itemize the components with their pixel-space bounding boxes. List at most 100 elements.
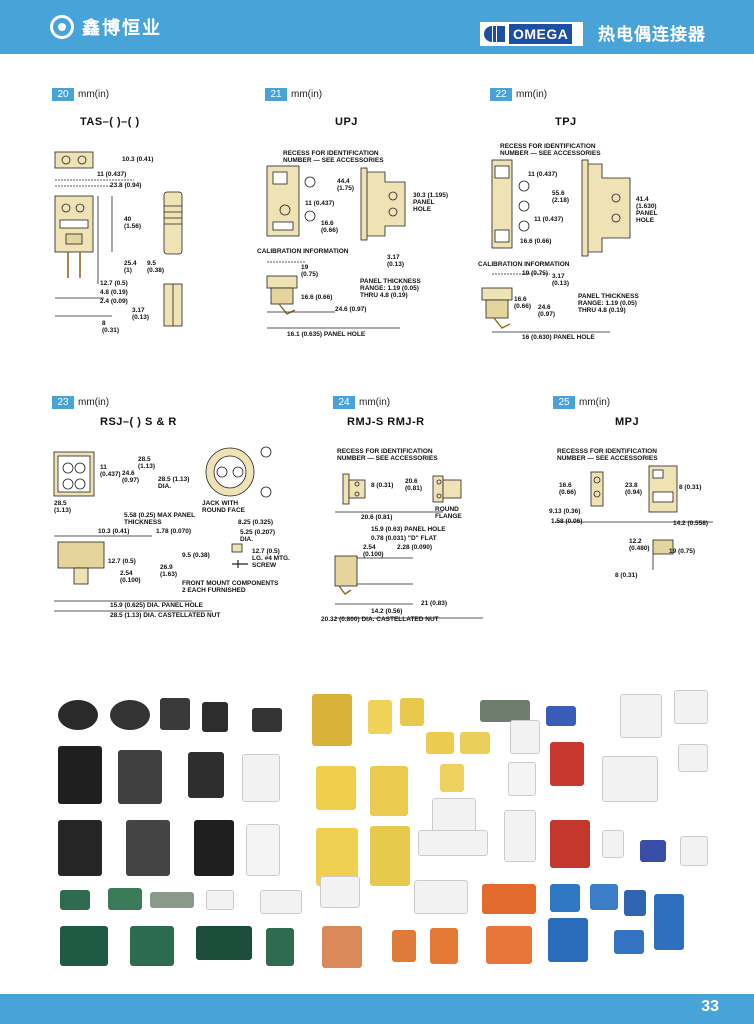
connector-image [678,744,708,772]
dim-label: 11 (0.437) [528,171,558,178]
dim-label: 28.5 (1.13) [54,500,71,514]
note: 15.9 (0.63) PANEL HOLE [371,526,446,533]
connector-image [242,754,280,802]
note: CALIBRATION INFORMATION [478,261,570,268]
connector-image [202,702,228,732]
dim-label: 9.5 (0.38) [147,260,164,274]
connector-image [486,926,532,964]
page-title: 热电偶连接器 [598,25,706,45]
page-header: 鑫博恒业 OMEGA 热电偶连接器 [0,0,754,54]
dim-label: 24.6 (0.97) [122,470,139,484]
dim-label: 14.2 (0.558) [673,520,709,527]
connector-image [58,700,98,730]
dim-label: 21 (0.83) [421,600,448,607]
connector-image [430,928,458,964]
note: PANEL THICKNESS RANGE: 1.19 (0.05) THRU … [360,278,421,299]
diagram-number: 20 [52,88,74,101]
dim-label: 12.2 (0.480) [629,538,650,552]
connector-image [58,820,102,876]
rsj-drawing [53,446,272,612]
note: ROUND FLANGE [435,506,462,520]
dim-label: 20.6 (0.81) [405,478,422,492]
dim-label: 24.6 (0.97) [538,304,555,318]
diagram-title: UPJ [335,116,358,128]
dim-label: 12.7 (0.5) LG. #4 MTG. SCREW [252,548,290,569]
connector-image [460,732,490,754]
diagram-number: 25 [553,396,575,409]
note: 5.58 (0.25) MAX PANEL THICKNESS [124,512,196,526]
connector-image [368,700,392,734]
dim-label: 3.17 (0.13) [387,254,404,268]
connector-image [614,930,644,954]
note: JACK WITH ROUND FACE [202,500,245,514]
diagram-title: TPJ [555,116,577,128]
dim-label: 11 (0.437) [534,216,564,223]
dim-label: 20.6 (0.81) [361,514,393,521]
connector-image [196,926,252,960]
connector-image [654,894,684,950]
connector-image [550,884,580,912]
dim-label: 25.4 (1) [124,260,137,274]
diagram-unit: mm(in) [579,397,611,408]
brand-logo: 鑫博恒业 [50,14,162,40]
note: 15.9 (0.625) DIA. PANEL HOLE [110,602,203,609]
page-footer: 33 [0,994,754,1024]
diagram-title: RSJ–( ) S & R [100,416,177,428]
connector-image [194,820,234,876]
mpj-drawing [555,465,713,570]
dim-label: 10.3 (0.41) [122,156,154,163]
dim-label: 24.6 (0.97) [335,306,367,313]
dim-label: 12.7 (0.5) [108,558,136,565]
connector-image [624,890,646,916]
note: RECESS FOR IDENTIFICATION NUMBER — SEE A… [283,150,384,164]
diagram-unit: mm(in) [78,397,110,408]
connector-image [60,926,108,966]
connector-image [546,706,576,726]
connector-image [504,810,536,862]
dim-label: 16.6 (0.66) [301,294,333,301]
dim-label: 2.4 (0.09) [100,298,128,305]
dim-label: 28.5 (1.13) DIA. [158,476,190,490]
diagram-title: RMJ-S RMJ-R [347,416,425,428]
dim-label: 23.8 (0.94) [110,182,142,189]
diagram-unit: mm(in) [291,89,323,100]
connector-image [110,700,150,730]
brand-name: 鑫博恒业 [82,18,162,39]
dim-label: 16.6 (0.66) [520,238,552,245]
dim-label: 26.9 (1.63) [160,564,177,578]
tpj-drawing [481,159,631,333]
dim-label: 44.4 (1.75) [337,178,354,192]
tas-drawing [54,151,183,327]
brand-mark-icon [50,15,74,39]
dim-label: 1.78 (0.070) [156,528,192,535]
dim-label: 16.6 (0.66) [559,482,576,496]
connector-image [510,720,540,754]
omega-logo-text: OMEGA [509,24,573,44]
note: RECESSS FOR IDENTIFICATION NUMBER — SEE … [557,448,658,462]
dim-label: 19 (0.75) [301,264,318,278]
dim-label: 14.2 (0.56) [371,608,403,615]
dim-label: 23.8 (0.94) [625,482,642,496]
dim-label: 11 (0.437) [305,200,335,207]
connector-image [58,746,102,804]
product-photo-collage [50,680,710,980]
connector-image [150,892,194,908]
dim-label: 28.5 (1.13) [138,456,155,470]
note: RECESS FOR IDENTIFICATION NUMBER — SEE A… [337,448,438,462]
connector-image [414,880,468,914]
diagram-number: 23 [52,396,74,409]
omega-logo: OMEGA [480,22,583,46]
connector-image [320,876,360,908]
dim-label: 19 (0.75) [522,270,549,277]
dim-label: 5.25 (0.207) DIA. [240,529,276,543]
diagram-title: TAS–( )–( ) [80,116,140,128]
connector-image [160,698,190,730]
connector-image [550,820,590,868]
connector-image [680,836,708,866]
rmj-drawing [334,473,483,619]
connector-image [108,888,142,910]
dim-label: 12.7 (0.5) [100,280,128,287]
